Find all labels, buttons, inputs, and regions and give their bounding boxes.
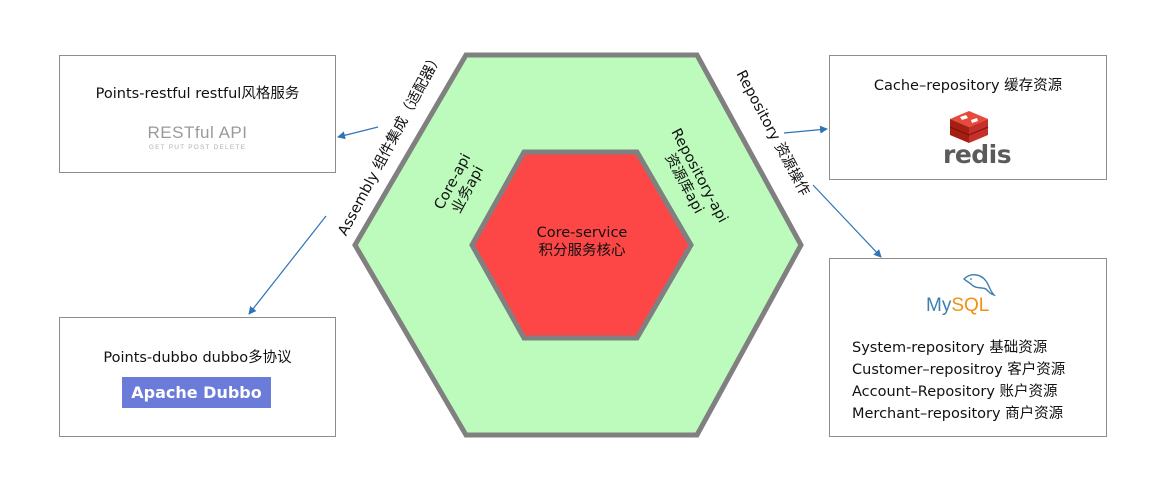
restful-box: Points-restful restful风格服务 RESTful API G… xyxy=(59,55,336,173)
list-item: Account–Repository 账户资源 xyxy=(852,384,1058,400)
list-item: System-repository 基础资源 xyxy=(852,340,1048,356)
restful-title: Points-restful restful风格服务 xyxy=(95,86,300,102)
arrow-to-restful xyxy=(337,126,379,140)
cache-title: Cache–repository 缓存资源 xyxy=(873,78,1063,94)
mysql-logo-my: My xyxy=(926,295,952,316)
mysql-logo-text: MySQL xyxy=(926,295,989,317)
mysql-repository-list: System-repository 基础资源 Customer–repositr… xyxy=(852,337,1065,425)
list-item: Customer–repositroy 客户资源 xyxy=(852,362,1066,378)
restful-logo-main: RESTful API xyxy=(147,123,248,142)
inner-hexagon xyxy=(469,149,694,341)
core-service-name: Core-service xyxy=(536,225,628,241)
arrow-to-cache xyxy=(783,125,828,134)
cache-box: Cache–repository 缓存资源 redis xyxy=(829,55,1107,180)
list-item: Merchant–repository 商户资源 xyxy=(852,406,1064,422)
redis-cube-icon xyxy=(949,111,989,143)
apache-dubbo-logo: Apache Dubbo xyxy=(122,377,271,408)
redis-logo-text: redis xyxy=(943,140,1012,169)
mysql-box: MySQL System-repository 基础资源 Customer–re… xyxy=(829,258,1107,437)
dubbo-title: Points-dubbo dubbo多协议 xyxy=(103,350,292,366)
dubbo-box: Points-dubbo dubbo多协议 Apache Dubbo xyxy=(59,317,336,437)
arrow-to-dubbo xyxy=(248,215,327,315)
arrow-to-mysql xyxy=(812,184,882,258)
restful-logo-methods: GET PUT POST DELETE xyxy=(148,144,247,151)
core-service-desc: 积分服务核心 xyxy=(538,243,626,259)
restful-api-logo: RESTful API GET PUT POST DELETE xyxy=(60,123,335,151)
mysql-dolphin-icon xyxy=(963,274,996,297)
core-service-label: Core-service 积分服务核心 xyxy=(482,224,682,260)
mysql-logo-sql: SQL xyxy=(951,295,990,316)
